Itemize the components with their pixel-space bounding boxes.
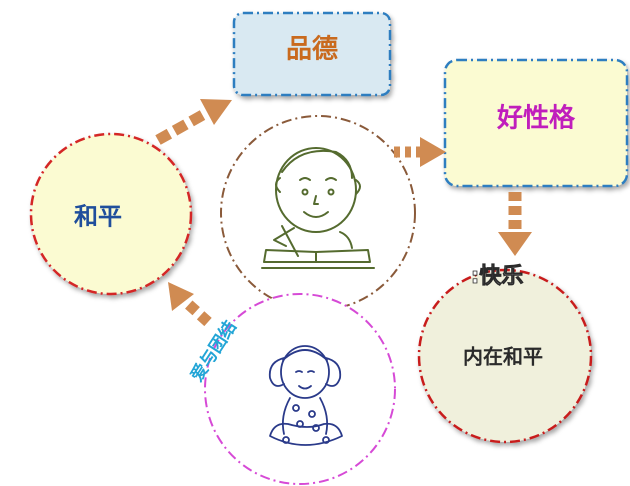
inner-peace-label: 内在和平 <box>463 344 543 369</box>
arrow-boy-to-good-character <box>394 137 446 167</box>
peace-label: 和平 <box>74 202 122 231</box>
arrow-girl-to-peace <box>168 282 212 327</box>
girl-circle <box>204 293 396 485</box>
girl-meditating-icon <box>268 345 343 446</box>
arrow-good-character-to-inner-peace <box>498 192 532 256</box>
happiness-label: :快乐 <box>470 264 524 290</box>
inner-peace-circle <box>417 268 593 444</box>
arrow-peace-to-virtue <box>155 99 232 145</box>
boy-circle <box>220 115 416 311</box>
good-character-box <box>443 58 629 188</box>
boy-writing-icon <box>261 147 375 269</box>
peace-circle <box>29 132 193 296</box>
virtue-label: 品德 <box>285 34 339 65</box>
virtue-box <box>232 11 392 97</box>
good-character-label: 好性格 <box>496 103 576 134</box>
